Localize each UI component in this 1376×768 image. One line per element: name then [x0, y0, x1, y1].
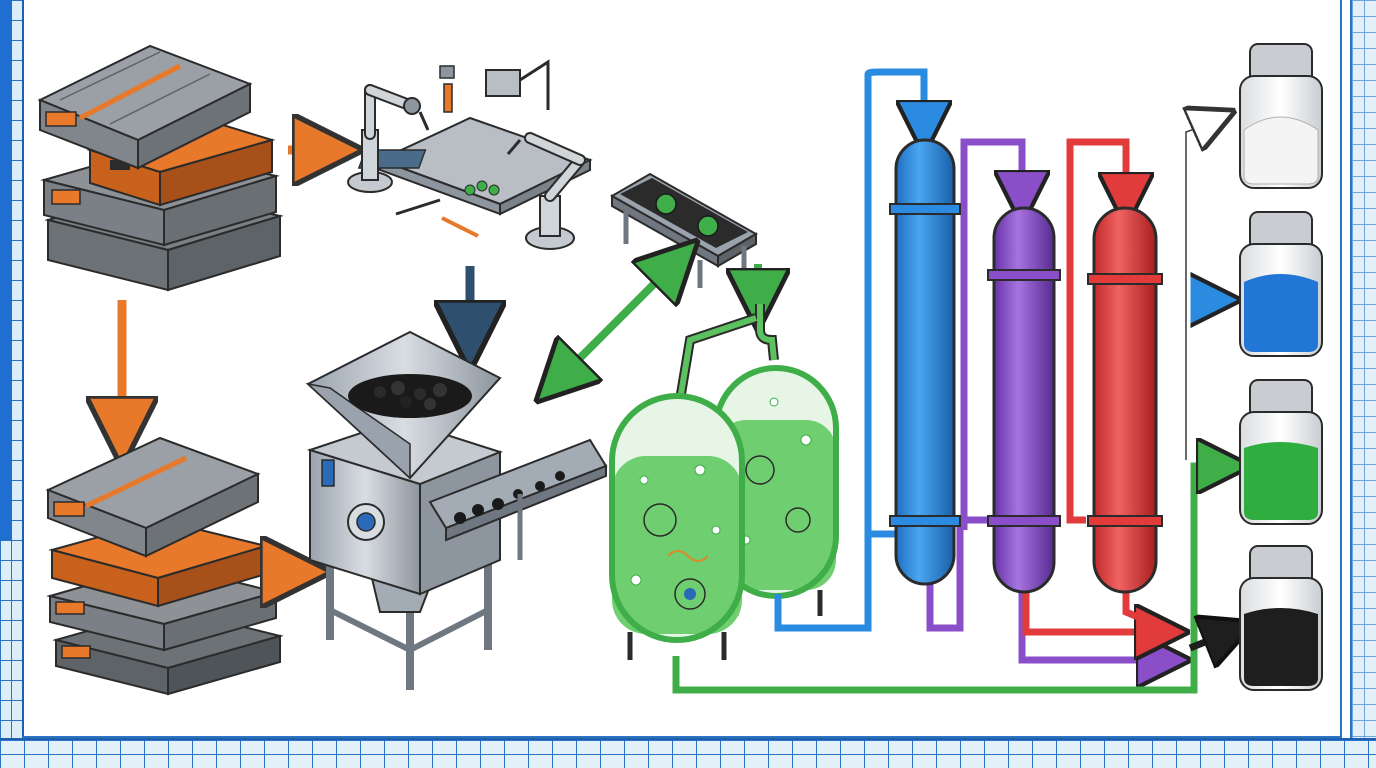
conveyor-icon	[609, 172, 759, 288]
battery-stack-bottom-icon	[45, 436, 284, 696]
column-icon-purple	[987, 206, 1061, 594]
column-icon-blue	[889, 138, 961, 586]
jar-icon-white-powder	[1239, 43, 1323, 189]
left-grid-border	[0, 0, 24, 740]
left-accent-bar	[0, 0, 12, 540]
shredder-icon	[305, 330, 608, 690]
robot-arm-icon	[347, 59, 593, 250]
pipe-network	[672, 68, 1230, 694]
jar-icon-blue-powder	[1239, 211, 1323, 357]
arrow-shredder-conveyor	[558, 262, 676, 380]
column-icon-red	[1087, 206, 1163, 594]
jar-icon-green-powder	[1239, 379, 1323, 525]
battery-stack-top-icon	[37, 44, 284, 292]
right-grid-border	[1350, 0, 1376, 740]
bioreactor-icon	[609, 304, 839, 660]
bottom-grid-border	[0, 738, 1376, 768]
jar-icon-black-powder	[1239, 545, 1323, 691]
